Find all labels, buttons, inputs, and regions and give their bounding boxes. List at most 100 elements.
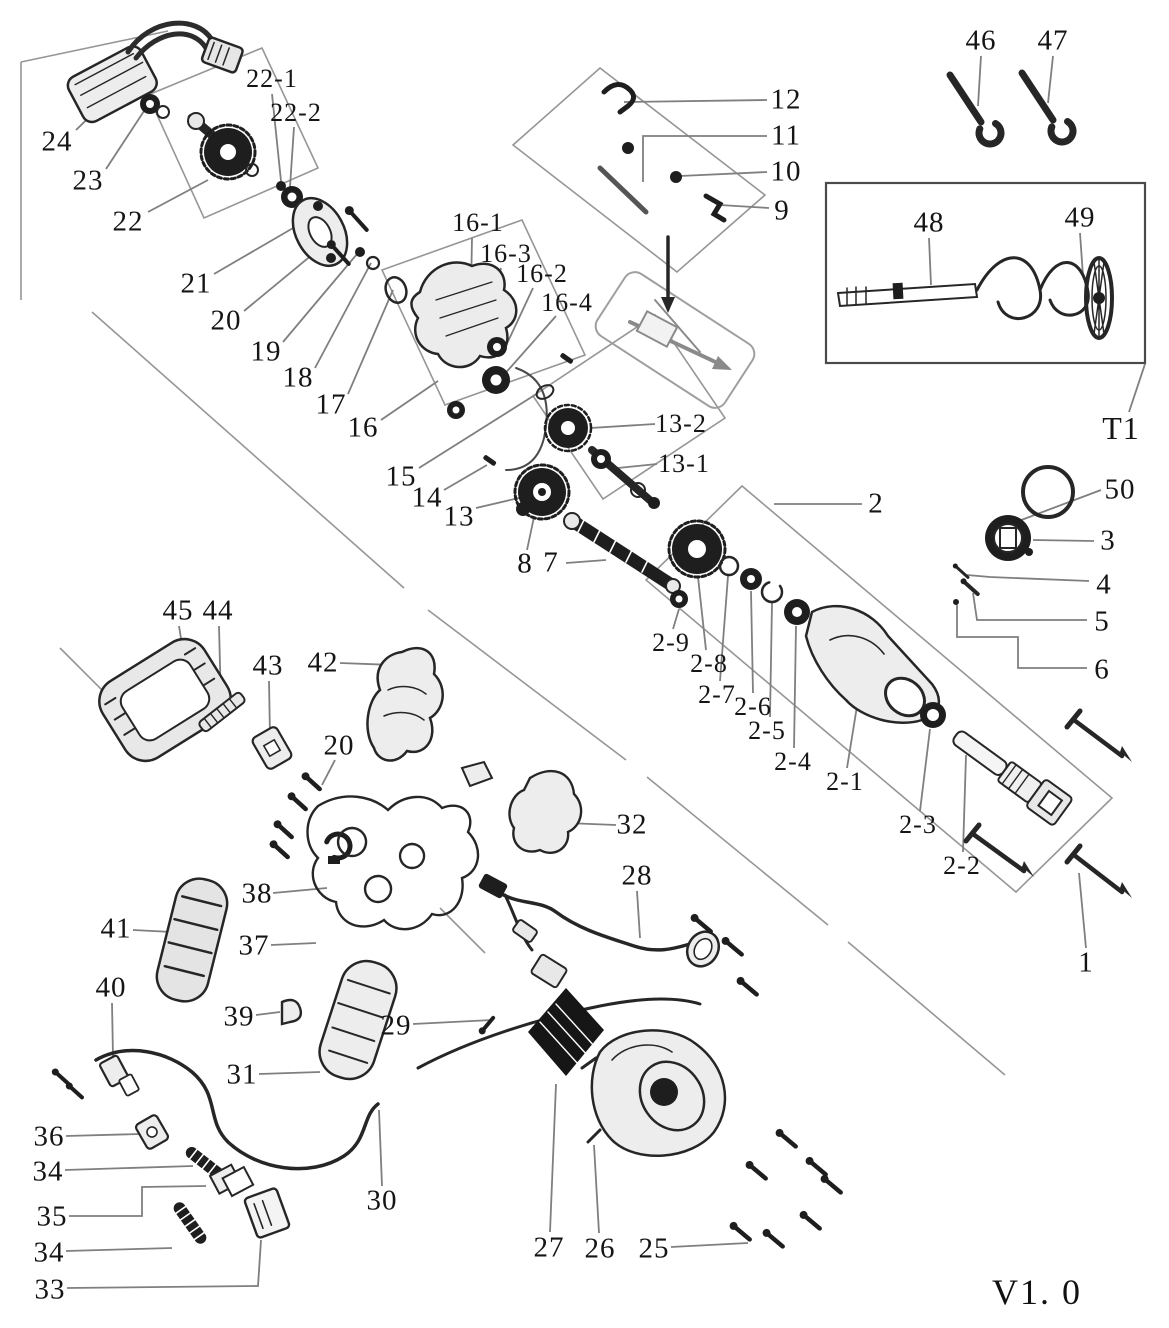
box-2 [644, 484, 1114, 894]
part-label-26: 26 [584, 1232, 616, 1265]
small-screws-4-5-6 [952, 563, 980, 605]
part-label-2-1: 2-1 [826, 767, 864, 796]
leader-28 [636, 890, 641, 939]
screws-25 [690, 913, 843, 1249]
leader-40 [111, 1002, 114, 1058]
circlip-2-5 [760, 580, 784, 604]
leader-14 [443, 464, 488, 491]
leader-25 [670, 1242, 749, 1248]
leader-1 [1078, 872, 1087, 949]
armature-24 [66, 20, 244, 124]
part-label-47: 47 [1037, 24, 1069, 57]
part-label-6: 6 [1094, 653, 1110, 686]
leader-17 [347, 289, 394, 395]
clip-12 [601, 82, 636, 115]
motor-wires [125, 20, 215, 55]
leader-16 [380, 380, 439, 421]
motor-housing-26 [580, 1029, 727, 1157]
part-label-42: 42 [307, 646, 339, 679]
leader-3 [1032, 539, 1095, 542]
switch-40 [51, 1054, 140, 1100]
part-label-4: 4 [1096, 568, 1112, 601]
electronic-module-27 [528, 953, 604, 1076]
brush-33 [243, 1187, 291, 1239]
o-ring-50 [1021, 465, 1075, 519]
part-label-1: 1 [1078, 946, 1094, 979]
leader-8 [526, 516, 535, 551]
leader-21 [213, 223, 301, 275]
leader-19 [282, 253, 358, 343]
leader-2-8 [697, 576, 707, 651]
leader-10 [679, 171, 768, 177]
leader-46 [977, 55, 982, 107]
part-label-35: 35 [36, 1200, 68, 1233]
armature-shaft-44 [198, 691, 246, 733]
gearbox-housing-16 [410, 261, 574, 471]
part-label-27: 27 [533, 1231, 565, 1264]
part-label-34a: 34 [32, 1155, 64, 1188]
part-label-50: 50 [1104, 473, 1136, 506]
wire-harness-28 [478, 873, 721, 968]
leader-33 [66, 1239, 262, 1289]
part-label-16-1: 16-1 [452, 208, 504, 237]
part-label-24: 24 [41, 125, 73, 158]
leader-23 [105, 107, 147, 170]
wire-connector [200, 36, 244, 74]
brush-parts [134, 1114, 291, 1244]
part-label-16-2: 16-2 [516, 259, 568, 288]
part-label-17: 17 [315, 388, 347, 421]
wrench-46 [946, 71, 1005, 148]
part-label-13-2: 13-2 [655, 409, 707, 438]
part-label-2-4: 2-4 [774, 747, 812, 776]
part-label-41: 41 [100, 912, 132, 945]
intermediate-gears-13 [543, 403, 660, 509]
leader-20b [321, 759, 336, 786]
paddle-shaft-48 [836, 282, 979, 308]
part-label-19: 19 [250, 335, 282, 368]
part-label-31: 31 [226, 1058, 258, 1091]
part-label-5: 5 [1094, 605, 1110, 638]
leader-4 [966, 574, 1090, 582]
switch-parts-12 [597, 82, 727, 313]
part-label-36: 36 [33, 1120, 65, 1153]
spring-34b [173, 1202, 207, 1244]
part-label-20b: 20 [323, 729, 355, 762]
handle-31 [318, 959, 398, 1081]
leader-12 [623, 99, 768, 103]
grip-cover-32 [508, 769, 583, 855]
leader-36 [65, 1133, 141, 1137]
pin [560, 353, 574, 364]
nut-11 [622, 142, 634, 154]
box-12 [511, 66, 767, 274]
clip-39 [280, 998, 303, 1026]
part-label-14: 14 [411, 481, 443, 514]
rod [597, 165, 649, 215]
part-label-13-1: 13-1 [658, 449, 710, 478]
part-label-2-5: 2-5 [748, 716, 786, 745]
o-ring-17 [384, 276, 408, 304]
part-label-2-7: 2-7 [698, 680, 736, 709]
leader-5 [972, 592, 1087, 621]
leader-13-2 [589, 423, 656, 429]
leader-16-2 [503, 287, 534, 351]
part-label-22: 22 [112, 205, 144, 238]
leader-49 [1079, 232, 1084, 277]
part-label-21: 21 [180, 267, 212, 300]
long-screws-1 [963, 708, 1132, 898]
part-label-20: 20 [210, 304, 242, 337]
clamp-38 [323, 831, 353, 864]
assembled-switch-view [628, 299, 732, 370]
part-label-38: 38 [241, 877, 273, 910]
leader-29 [412, 1019, 493, 1025]
leader-2-7 [719, 575, 729, 682]
leader-22-2 [289, 126, 295, 188]
spindle-assembly-2 [667, 519, 1132, 898]
part-label-40: 40 [95, 971, 127, 1004]
part-label-29: 29 [380, 1009, 412, 1042]
leader-31 [258, 1071, 321, 1075]
leader-2-2 [962, 754, 967, 853]
leader-50 [1015, 489, 1102, 523]
washer-22-1 [276, 181, 286, 191]
